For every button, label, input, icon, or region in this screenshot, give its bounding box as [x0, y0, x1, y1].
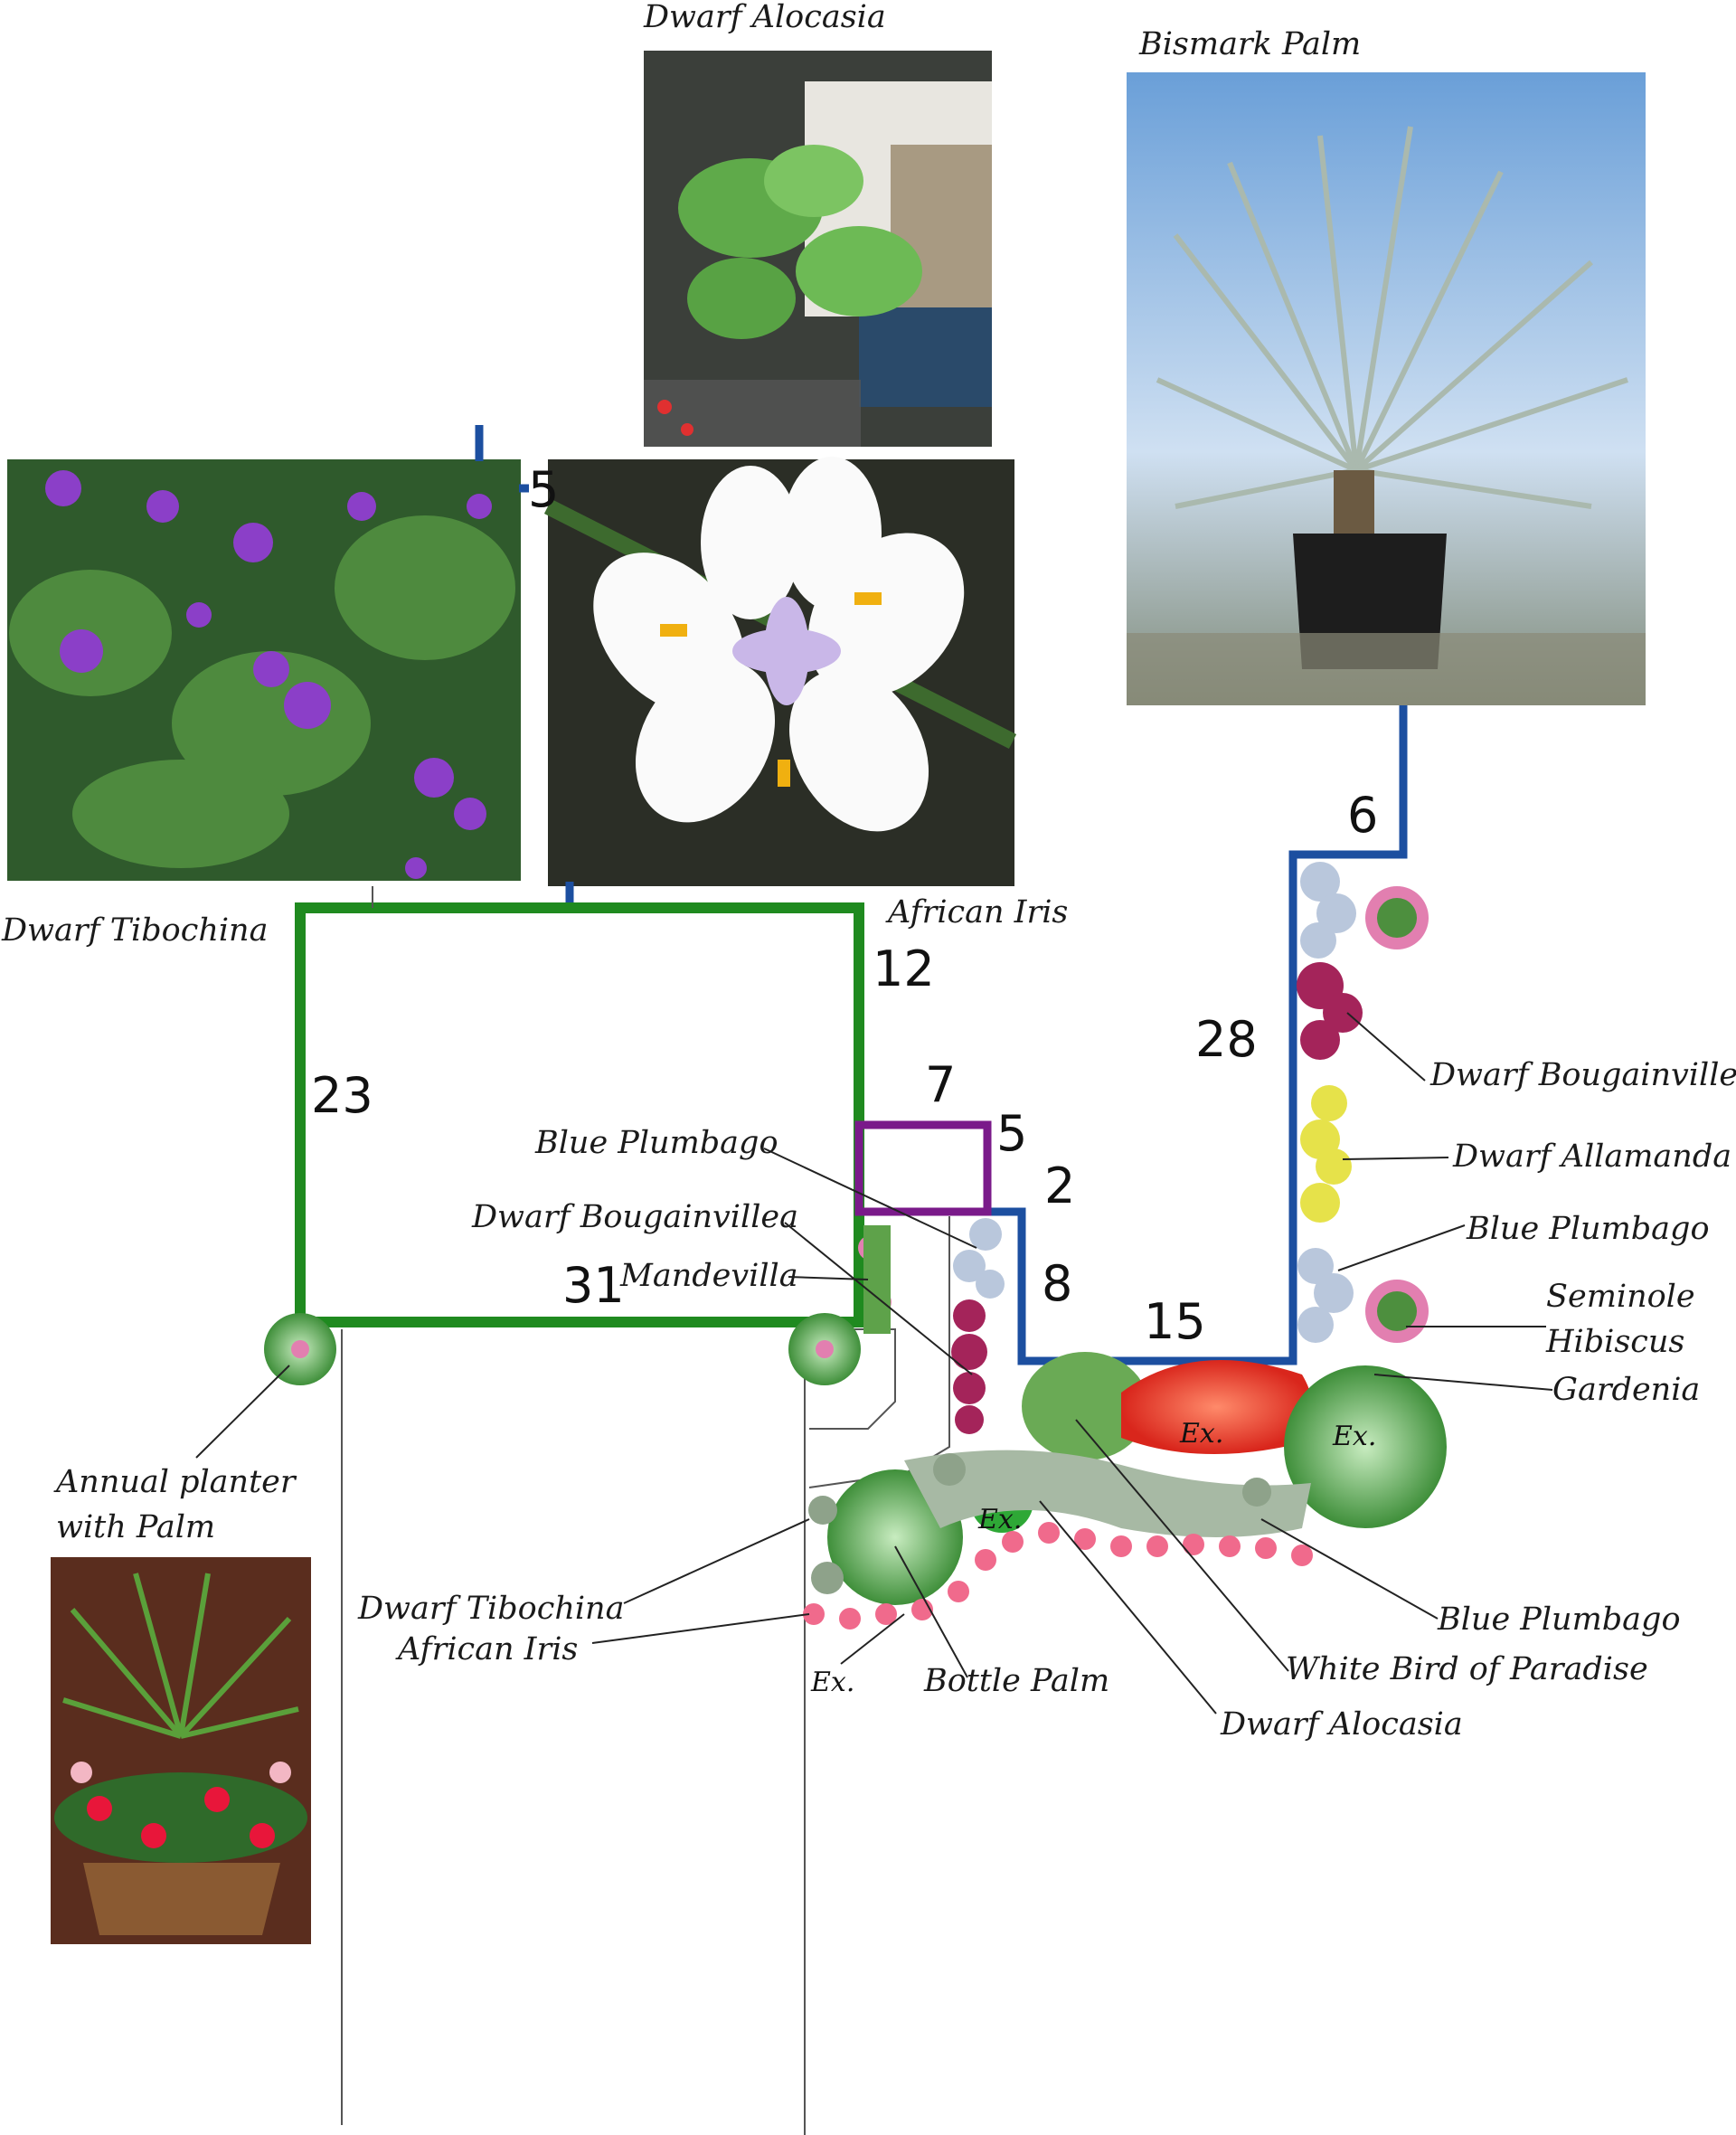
label-gardenia: Gardenia [1552, 1372, 1700, 1408]
caption-african-iris: African Iris [885, 894, 1068, 931]
label-dwarf-alocasia-bed: Dwarf Alocasia [1220, 1706, 1463, 1743]
dim-6: 6 [1347, 787, 1378, 844]
label-dwarf-allamanda: Dwarf Allamanda [1452, 1138, 1731, 1175]
photo-dwarf-alocasia [644, 51, 992, 447]
label-dwarf-bougainvillea-right: Dwarf Bougainvillea [1429, 1057, 1736, 1093]
label-existing-2: Ex. [1332, 1421, 1376, 1452]
corner-palm-right [788, 1313, 861, 1385]
dim-31: 31 [562, 1257, 625, 1314]
caption-annual-planter-line2: with Palm [56, 1509, 215, 1545]
dim-15: 15 [1144, 1293, 1206, 1350]
caption-dwarf-alocasia: Dwarf Alocasia [643, 0, 886, 35]
photo-bismark-palm [1127, 72, 1646, 705]
callout-lines [195, 1012, 1553, 1715]
caption-dwarf-tibochina: Dwarf Tibochina [1, 912, 268, 949]
label-white-bird-of-paradise: White Bird of Paradise [1286, 1651, 1648, 1687]
label-blue-plumbago-left: Blue Plumbago [534, 1125, 778, 1161]
label-existing-4: Ex. [810, 1667, 854, 1698]
label-blue-plumbago-right: Blue Plumbago [1466, 1211, 1710, 1247]
green-patio-outline [295, 902, 864, 1327]
photo-dwarf-tibochina [7, 459, 521, 881]
dim-5-top: 5 [528, 461, 559, 518]
label-existing-3: Ex. [977, 1504, 1022, 1535]
dim-12: 12 [873, 940, 935, 997]
label-seminole-line1: Seminole [1546, 1279, 1695, 1315]
label-bottle-palm: Bottle Palm [923, 1663, 1109, 1699]
dim-5: 5 [996, 1105, 1027, 1162]
caption-bismark-palm: Bismark Palm [1138, 26, 1361, 62]
photo-annual-planter [51, 1557, 311, 1944]
dim-28: 28 [1195, 1011, 1258, 1068]
label-dwarf-tibochina-bed: Dwarf Tibochina [357, 1591, 624, 1627]
label-blue-plumbago-bottom: Blue Plumbago [1437, 1601, 1681, 1638]
caption-annual-planter-line1: Annual planter [53, 1464, 297, 1500]
label-existing-1: Ex. [1179, 1418, 1223, 1450]
photo-african-iris [543, 457, 1017, 886]
planting-bed [264, 862, 1447, 1630]
dim-23: 23 [311, 1067, 373, 1124]
dim-2: 2 [1044, 1157, 1075, 1214]
corner-palm-left [264, 1313, 336, 1385]
dim-8: 8 [1042, 1255, 1072, 1312]
label-seminole-line2: Hibiscus [1545, 1324, 1684, 1360]
dim-7: 7 [925, 1056, 956, 1113]
label-mandevilla: Mandevilla [619, 1258, 798, 1294]
purple-box [854, 1120, 992, 1216]
label-dwarf-bougainvillea-left: Dwarf Bougainvillea [471, 1199, 798, 1235]
label-african-iris-bed: African Iris [395, 1631, 578, 1667]
